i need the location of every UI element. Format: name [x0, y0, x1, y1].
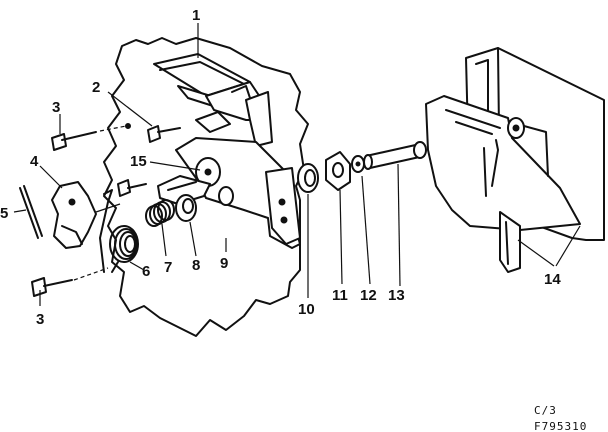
- part-1-latch-bracket: [153, 23, 273, 147]
- lever-bracket: [157, 175, 211, 205]
- callout-14: 14: [544, 271, 561, 288]
- callout-1: 1: [192, 7, 200, 24]
- part-14-housing-frame: [425, 47, 605, 273]
- callout-5: 5: [0, 205, 8, 222]
- part-5-pin-rod: [13, 185, 43, 239]
- callout-3b: 3: [36, 311, 44, 328]
- callout-15: 15: [130, 153, 147, 170]
- small-screw: [117, 179, 147, 197]
- part-2-screw: [107, 91, 181, 143]
- callout-7: 7: [164, 259, 172, 276]
- drawing-number: F795310: [534, 420, 587, 432]
- part-10-washer: [297, 163, 319, 298]
- callout-13: 13: [388, 287, 405, 304]
- part-11-nut: [325, 151, 351, 285]
- wire-link: [99, 189, 113, 273]
- part-4-cam-lever: [39, 165, 97, 249]
- callout-8: 8: [192, 257, 200, 274]
- callout-2: 2: [92, 79, 100, 96]
- callout-11: 11: [332, 287, 348, 304]
- callout-10: 10: [298, 301, 315, 318]
- callout-3a: 3: [52, 99, 60, 116]
- part-3-screw-lower: [31, 267, 109, 297]
- callout-4: 4: [30, 153, 39, 170]
- cabinet-wall-outline: [103, 37, 309, 337]
- callout-9: 9: [220, 255, 228, 272]
- part-3-screw-upper: [51, 123, 131, 151]
- sheet-code: C/3: [534, 404, 557, 417]
- part-7-compression-spring: [145, 199, 175, 257]
- part-15-pivot-disc: [149, 157, 221, 187]
- part-6-torsion-spring: [109, 225, 145, 273]
- part-12-small-washer: [351, 155, 371, 285]
- callout-6: 6: [142, 263, 150, 280]
- callout-12: 12: [360, 287, 377, 304]
- part-8-bushing: [175, 194, 197, 257]
